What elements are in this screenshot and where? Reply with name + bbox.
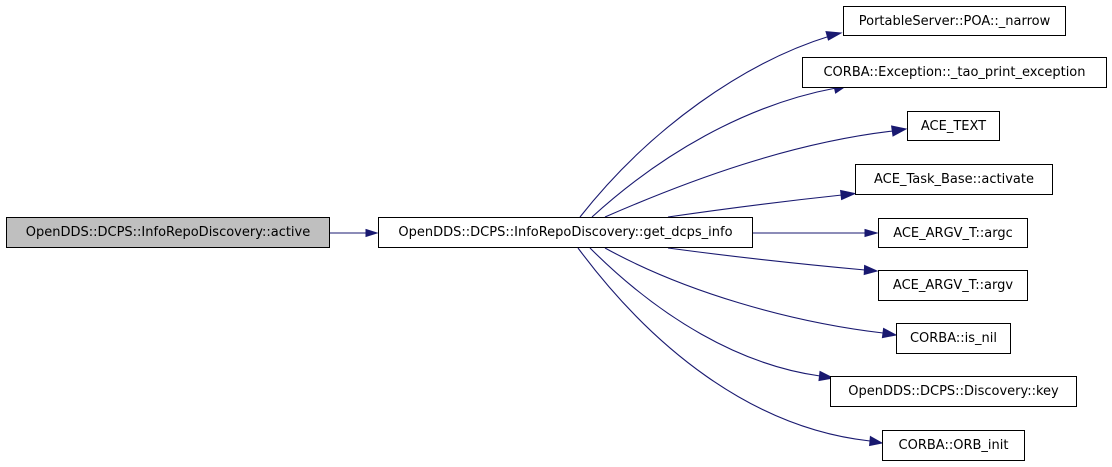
node-discovery-key[interactable]: OpenDDS::DCPS::Discovery::key (830, 376, 1077, 407)
arrowhead (869, 435, 884, 447)
node-task-activate[interactable]: ACE_Task_Base::activate (855, 164, 1053, 195)
arrowhead (818, 370, 835, 382)
node-argv-argv[interactable]: ACE_ARGV_T::argv (878, 270, 1028, 301)
arrowhead (891, 125, 908, 137)
edge-main-to-is-nil (604, 247, 884, 334)
node-label: ACE_ARGV_T::argc (893, 225, 1013, 241)
edge-main-to-argv (667, 247, 866, 271)
arrowhead (365, 228, 379, 238)
arrowhead (840, 189, 857, 201)
arrowhead (864, 228, 879, 238)
node-tao-print-exception[interactable]: CORBA::Exception::_tao_print_exception (802, 57, 1107, 88)
edge-main-to-ace-text (604, 130, 894, 218)
node-label: ACE_Task_Base::activate (873, 172, 1034, 187)
edge-main-to-key (589, 247, 821, 377)
edge-main-to-exception (591, 87, 837, 218)
arrowhead (825, 31, 843, 41)
node-is-nil[interactable]: CORBA::is_nil (896, 323, 1011, 354)
edge-main-to-orb-init (577, 247, 871, 442)
node-label: ACE_TEXT (920, 118, 987, 134)
node-label: ACE_ARGV_T::argv (892, 278, 1014, 293)
node-get-dcps-info[interactable]: OpenDDS::DCPS::InfoRepoDiscovery::get_dc… (378, 217, 753, 248)
node-label: OpenDDS::DCPS::Discovery::key (848, 384, 1059, 399)
edge-main-to-task-activate (667, 194, 843, 218)
node-infodiscovery-active: OpenDDS::DCPS::InfoRepoDiscovery::active (6, 217, 330, 248)
arrowhead (863, 264, 879, 276)
node-poa-narrow[interactable]: PortableServer::POA::_narrow (843, 6, 1066, 36)
arrowhead (881, 327, 898, 339)
node-label: CORBA::Exception::_tao_print_exception (823, 65, 1086, 80)
node-label: PortableServer::POA::_narrow (858, 13, 1051, 29)
node-ace-text[interactable]: ACE_TEXT (907, 111, 1000, 141)
node-label: CORBA::is_nil (909, 331, 998, 346)
edge-main-to-narrow (579, 35, 831, 218)
node-argv-argc[interactable]: ACE_ARGV_T::argc (878, 218, 1028, 248)
node-label: OpenDDS::DCPS::InfoRepoDiscovery::get_dc… (398, 225, 733, 240)
node-orb-init[interactable]: CORBA::ORB_init (882, 430, 1025, 461)
node-label: CORBA::ORB_init (898, 438, 1009, 453)
node-label: OpenDDS::DCPS::InfoRepoDiscovery::active (25, 225, 311, 240)
